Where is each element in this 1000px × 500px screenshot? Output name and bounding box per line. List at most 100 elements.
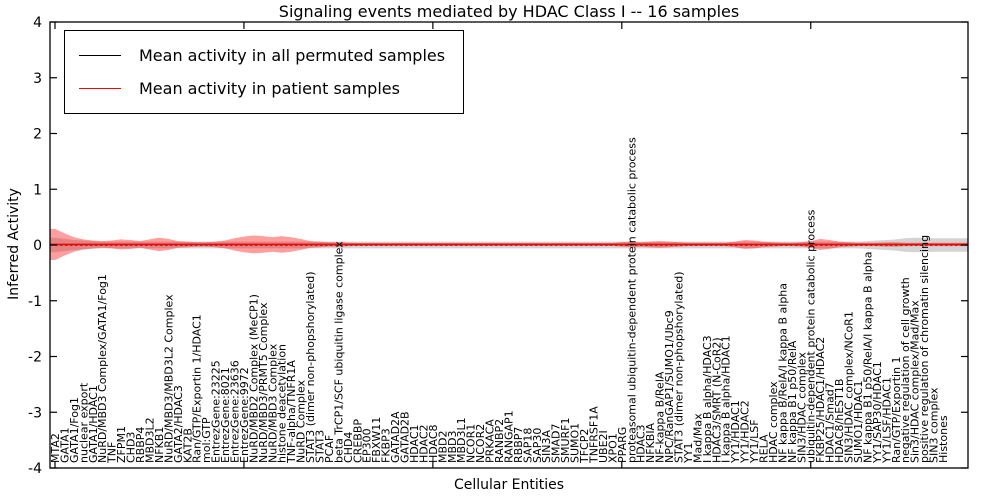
x-category-label: MTA2 — [49, 433, 62, 463]
x-category-label: GATAD2A — [389, 411, 402, 463]
legend: Mean activity in all permuted samples Me… — [64, 30, 465, 114]
x-category-label: Sin3/HDAC complex/Mad/Max — [909, 300, 922, 463]
legend-entry-patient: Mean activity in patient samples — [79, 72, 445, 105]
x-category-label: NFKB1 — [153, 427, 166, 463]
x-category-label: SUMO1 — [569, 423, 582, 463]
x-category-label: SMAD7 — [550, 424, 563, 463]
x-category-label: XPO1 — [606, 433, 619, 463]
y-tick-label: 3 — [33, 71, 42, 87]
y-tick-label: 0 — [33, 238, 42, 254]
x-category-label: TNFRSF1A — [588, 406, 601, 464]
x-category-label: SAP18 — [521, 428, 534, 463]
x-category-label: mol:GTP — [200, 417, 213, 463]
x-category-label: nuclear export — [77, 382, 90, 463]
x-category-label: TNF-alpha/TNFR1A — [285, 360, 298, 464]
x-category-label: CHD4 — [342, 432, 355, 463]
x-category-label: Ran/GTP/Exportin 1 — [890, 356, 903, 463]
x-category-label: I kappa B alpha/HDAC1 — [720, 335, 733, 463]
x-category-label: NuRD/MBD2 Complex (MeCP1) — [247, 294, 260, 463]
x-category-label: SIN3 complex — [928, 387, 941, 463]
y-tick-label: 2 — [33, 127, 42, 143]
x-category-label: STAT3 (dimer non-phopshorylated) — [673, 272, 686, 464]
x-category-label: proteasomal ubiquitin-dependent protein … — [625, 137, 638, 463]
x-category-label: SIN3/HDAC complex — [795, 352, 808, 463]
legend-label-patient: Mean activity in patient samples — [139, 79, 400, 98]
x-category-label: NF kappa B/RelA/I kappa B alpha — [776, 283, 789, 463]
x-category-label: NuRD/MBD3/PRMT5 Complex — [257, 302, 270, 463]
x-category-label: RANGAP1 — [502, 410, 515, 463]
x-category-label: EntrezGene:9972 — [238, 367, 251, 463]
x-category-label: NF-kappa B/RelA — [654, 371, 667, 463]
y-tick-label: 4 — [33, 15, 42, 31]
x-category-label: PRKACA — [484, 419, 497, 463]
x-category-label: NuRD/MBD3/MBD3L2 Complex — [162, 294, 175, 463]
x-category-label: FBXW11 — [370, 417, 383, 463]
x-category-label: PCAF — [323, 435, 336, 463]
x-category-label: NuRD/MBD3 Complex/GATA1/Fog1 — [96, 274, 109, 463]
x-category-label: HDAC3/SMRT (N-CoR2) — [710, 337, 723, 463]
x-category-label: HDAC1 — [408, 424, 421, 463]
x-category-label: positive regulation of chromatin silenci… — [918, 235, 931, 463]
x-category-label: FKBP25/HDAC1/HDAC2 — [814, 337, 827, 463]
x-category-label: RANBP2 — [493, 419, 506, 463]
x-category-label: GATA2/HDAC3 — [172, 385, 185, 463]
x-category-label: YY1/SAP30/HDAC1 — [871, 361, 884, 464]
x-category-label: HDAC3 — [635, 424, 648, 463]
x-category-label: SAP30 — [531, 428, 544, 463]
y-tick-label: -3 — [28, 405, 42, 421]
x-category-label: HDAC8/hEST1B — [833, 379, 846, 463]
x-category-label: SUMO1/HDAC1 — [852, 381, 865, 463]
x-category-label: YY1/HDAC1 — [729, 400, 742, 464]
x-category-label: RELA — [758, 434, 771, 463]
y-axis-label: Inferred Activity — [6, 188, 22, 300]
y-tick-label: 1 — [33, 182, 42, 198]
x-category-label: KAT2B — [181, 428, 194, 463]
x-category-label: CHD3 — [125, 432, 138, 463]
y-tick-label: -1 — [28, 294, 42, 310]
x-category-label: YY1 — [682, 443, 695, 464]
x-category-label: MBD3 — [446, 430, 459, 463]
x-category-label: NFKBIA — [644, 422, 657, 463]
x-category-label: Ran/GTP/Exportin 1/HDAC1 — [191, 314, 204, 463]
x-category-label: NCOR2 — [474, 424, 487, 463]
x-category-label: EP300 — [361, 428, 374, 463]
x-category-label: RBBP7 — [512, 427, 525, 463]
x-category-label: ubiquitin-dependent protein catabolic pr… — [805, 209, 818, 463]
x-category-label: NuRD Complex — [295, 379, 308, 463]
x-category-label: TNF — [106, 442, 119, 464]
x-category-label: PPARG — [616, 427, 629, 463]
x-category-label: MBD2 — [436, 430, 449, 463]
x-category-label: Mad/Max — [691, 413, 704, 463]
x-category-label: Histones — [937, 415, 950, 463]
x-category-label: MBD3L1 — [455, 417, 468, 463]
y-tick-label: -4 — [28, 461, 42, 477]
x-category-label: EntrezGene:23636 — [229, 360, 242, 463]
x-category-label: NuRD/MBD3 Complex — [266, 343, 279, 463]
x-category-label: MBD3L2 — [144, 417, 157, 463]
x-category-label: HDAC2 — [417, 424, 430, 463]
x-category-label: GATA1 — [58, 427, 71, 463]
x-category-label: EntrezGene:23225 — [210, 360, 223, 463]
x-category-label: NF kappa B1 p50/RelA/I kappa B alpha — [861, 252, 874, 464]
x-category-label: histone deacetylation — [276, 344, 289, 463]
legend-entry-permuted: Mean activity in all permuted samples — [79, 39, 445, 72]
x-category-label: GATA1/HDAC1 — [87, 385, 100, 463]
x-category-label: GATAD2B — [399, 411, 412, 463]
x-category-label: UBE2I — [597, 430, 610, 463]
legend-line-black-icon — [79, 55, 121, 56]
x-category-label: HDAC1/Smad7 — [824, 382, 837, 463]
x-axis-label: Cellular Entities — [453, 477, 565, 493]
x-category-label: YY1/LSF/HDAC1 — [880, 377, 893, 464]
x-category-label: YY1/LSF — [748, 419, 761, 464]
x-category-label: NF kappa B1 p50/RelA — [786, 340, 799, 463]
x-category-label: NPC/RanGAP1/SUMO1/Ubc9 — [663, 310, 676, 463]
x-category-label: GATA1/Fog1 — [68, 397, 81, 463]
x-category-label: I kappa B alpha/HDAC3 — [701, 335, 714, 463]
x-category-label: beta TrCP1/SCF ubiquitin ligase complex — [332, 241, 345, 463]
x-category-label: SMURF1 — [559, 418, 572, 464]
legend-line-red-icon — [79, 88, 121, 89]
y-tick-label: -2 — [28, 350, 42, 366]
chart-title: Signaling events mediated by HDAC Class … — [278, 2, 740, 21]
